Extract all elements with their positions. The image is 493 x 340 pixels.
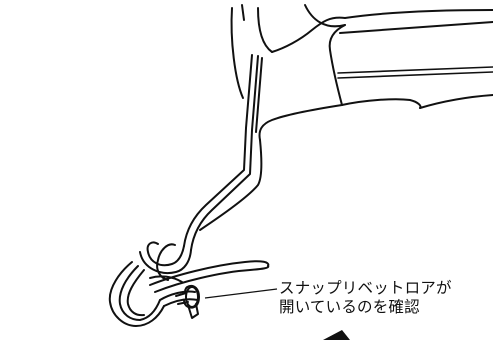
pillar-trim xyxy=(230,4,273,99)
wire-right xyxy=(149,260,270,293)
direction-arrow xyxy=(323,330,350,340)
snap-rivet-lower xyxy=(108,241,200,327)
body-lower-edge xyxy=(199,104,343,231)
callout-leader-line xyxy=(204,288,278,299)
upper-body-panel xyxy=(271,4,493,109)
wire-bracket xyxy=(183,54,263,251)
callout-line-2: 開いているのを確認 xyxy=(279,298,420,316)
callout-label: スナップリベットロアが 開いているのを確認 xyxy=(279,279,452,317)
callout-line-1: スナップリベットロアが xyxy=(279,279,452,297)
